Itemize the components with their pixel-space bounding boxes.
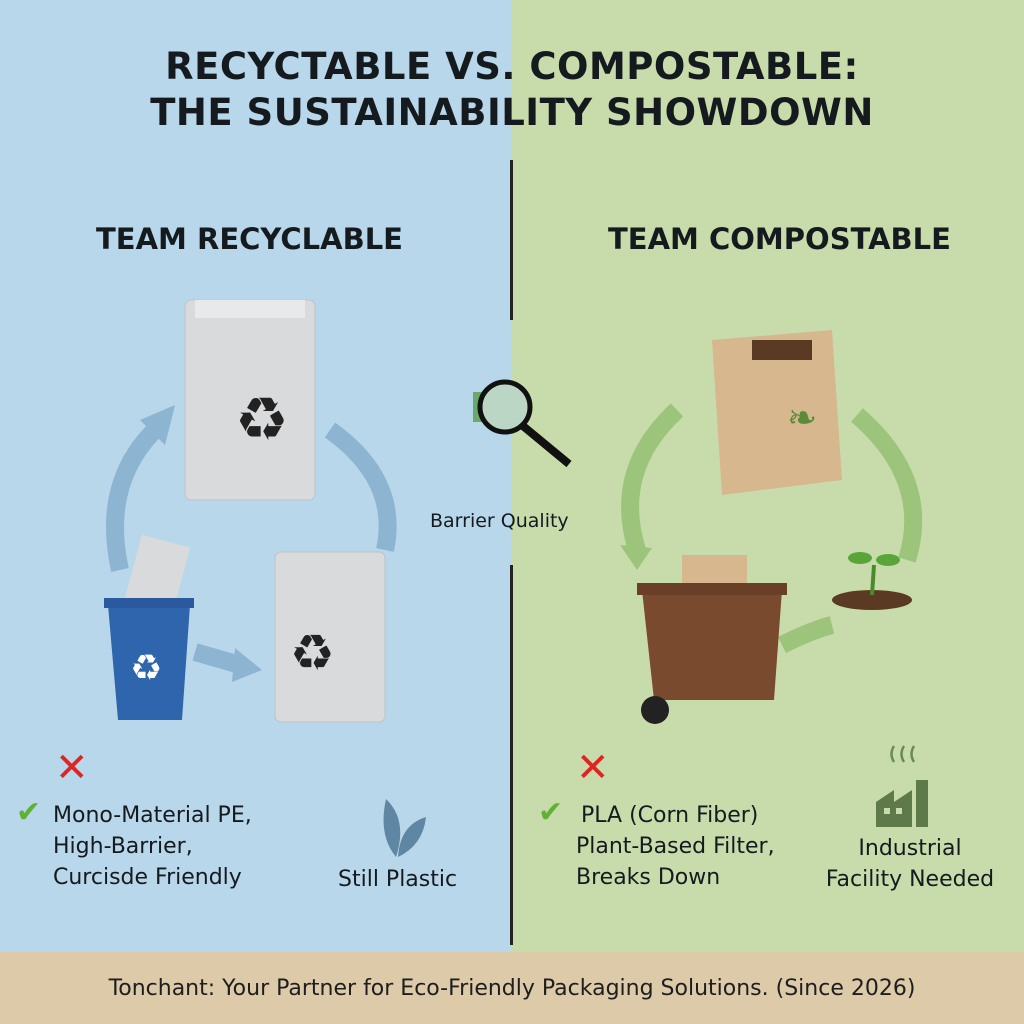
- team-recyclable-heading: TEAM RECYCLABLE: [96, 222, 403, 256]
- recycling-bin-icon: ♻: [104, 534, 194, 720]
- svg-text:♻: ♻: [130, 648, 162, 689]
- compostable-pros: PLA (Corn Fiber) Plant-Based Filter, Bre…: [576, 800, 775, 893]
- check-icon: ✔: [16, 795, 42, 830]
- con-line: Industrial: [858, 836, 962, 861]
- large-pouch-icon: ♻: [184, 299, 316, 501]
- pro-line: Mono-Material PE,: [53, 803, 252, 828]
- title-line-1: RECYCTABLE VS. COMPOSTABLE:: [165, 45, 859, 88]
- factory-icon: [876, 745, 928, 827]
- small-pouch-icon: ♻: [274, 551, 386, 723]
- pro-line: Plant-Based Filter,: [576, 834, 775, 859]
- kraft-bag-icon: ❧: [712, 330, 842, 495]
- pro-line: Curcisde Friendly: [53, 865, 242, 890]
- check-icon: ✔: [538, 795, 564, 830]
- compost-cycle-illustration: ❧: [620, 330, 923, 724]
- magnifier-icon: [473, 379, 572, 468]
- svg-text:♻: ♻: [290, 624, 335, 682]
- team-compostable-heading: TEAM COMPOSTABLE: [608, 222, 951, 256]
- page-title: RECYCTABLE VS. COMPOSTABLE: THE SUSTAINA…: [0, 44, 1024, 136]
- divider-bottom: [510, 565, 513, 945]
- con-line: Facility Needed: [825, 867, 995, 892]
- recyclable-pros: Mono-Material PE, High-Barrier, Curcisde…: [53, 800, 252, 893]
- barrier-quality-label: Barrier Quality: [430, 510, 569, 532]
- still-plastic-label: Still Plastic: [338, 867, 458, 892]
- cross-icon: ✕: [55, 745, 89, 791]
- industrial-facility-label: Industrial Facility Needed: [810, 833, 1010, 895]
- recycling-cycle-illustration: ♻ ♻ ♻: [104, 299, 397, 723]
- svg-text:♻: ♻: [235, 385, 289, 455]
- divider-top: [510, 160, 513, 320]
- pro-line: PLA (Corn Fiber): [581, 803, 759, 828]
- cross-icon: ✕: [576, 745, 610, 791]
- sprout-icon: [832, 552, 912, 610]
- pro-line: Breaks Down: [576, 865, 721, 890]
- footer-banner: Tonchant: Your Partner for Eco-Friendly …: [0, 952, 1024, 1024]
- svg-text:❧: ❧: [787, 398, 817, 439]
- title-line-2: THE SUSTAINABILITY SHOWDOWN: [150, 91, 874, 134]
- leaf-icon: [383, 799, 426, 857]
- compost-bin-icon: [637, 555, 787, 724]
- pro-line: High-Barrier,: [53, 834, 193, 859]
- footer-text: Tonchant: Your Partner for Eco-Friendly …: [108, 975, 916, 1001]
